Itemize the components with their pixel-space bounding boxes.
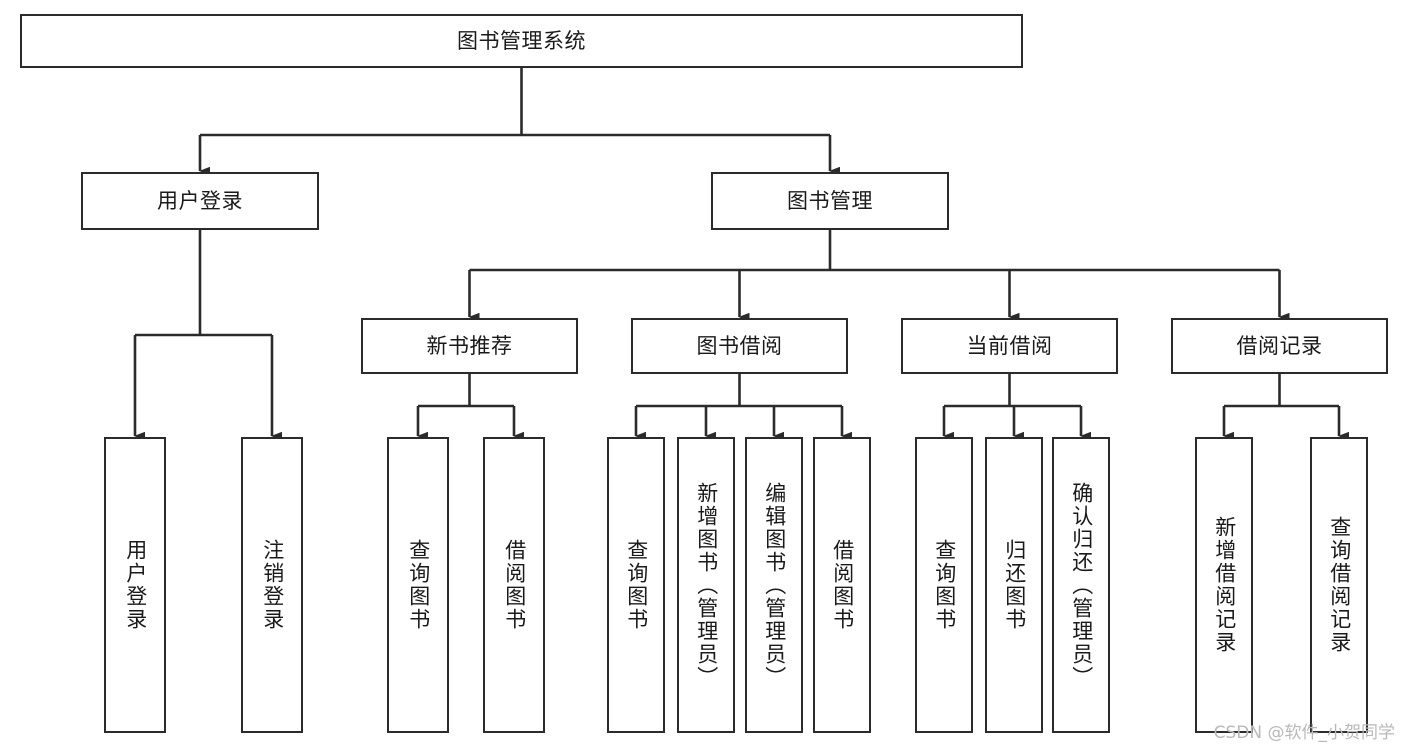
node-label: 新书推荐 xyxy=(426,333,513,358)
node-borrow-record[interactable]: 借阅记录 xyxy=(1171,318,1388,374)
node-current-borrow[interactable]: 当前借阅 xyxy=(901,318,1118,374)
node-label: 编辑图书（管理员） xyxy=(762,481,787,689)
node-leaf-add-record[interactable]: 新增借阅记录 xyxy=(1195,437,1253,733)
node-label: 用户登录 xyxy=(123,539,148,631)
node-label: 查询借阅记录 xyxy=(1327,516,1352,654)
node-leaf-edit-book[interactable]: 编辑图书（管理员） xyxy=(745,437,803,733)
node-label: 用户登录 xyxy=(157,188,243,213)
node-label: 借阅图书 xyxy=(830,539,855,631)
node-user-login[interactable]: 用户登录 xyxy=(81,172,319,230)
node-label: 图书借阅 xyxy=(696,333,783,358)
node-leaf-logout[interactable]: 注销登录 xyxy=(241,437,303,733)
node-leaf-borrow-book-2[interactable]: 借阅图书 xyxy=(813,437,871,733)
node-label: 查询图书 xyxy=(932,539,957,631)
node-label: 新增借阅记录 xyxy=(1212,516,1237,654)
node-leaf-add-book[interactable]: 新增图书（管理员） xyxy=(677,437,735,733)
node-leaf-confirm-return[interactable]: 确认归还（管理员） xyxy=(1052,437,1110,733)
node-label: 归还图书 xyxy=(1002,539,1027,631)
node-book-borrow[interactable]: 图书借阅 xyxy=(631,318,848,374)
node-leaf-query-book-3[interactable]: 查询图书 xyxy=(915,437,973,733)
node-label: 注销登录 xyxy=(260,539,285,631)
node-label: 图书管理 xyxy=(787,188,873,213)
node-label: 查询图书 xyxy=(406,539,431,631)
node-label: 借阅图书 xyxy=(502,539,527,631)
node-label: 查询图书 xyxy=(624,539,649,631)
node-leaf-borrow-book-1[interactable]: 借阅图书 xyxy=(483,437,545,733)
node-leaf-return-book[interactable]: 归还图书 xyxy=(985,437,1043,733)
node-label: 当前借阅 xyxy=(966,333,1053,358)
node-label: 图书管理系统 xyxy=(457,28,586,53)
node-leaf-query-book-1[interactable]: 查询图书 xyxy=(387,437,449,733)
node-book-manage[interactable]: 图书管理 xyxy=(711,172,949,230)
node-label: 新增图书（管理员） xyxy=(694,481,719,689)
node-root[interactable]: 图书管理系统 xyxy=(20,14,1023,68)
node-label: 确认归还（管理员） xyxy=(1069,481,1094,689)
node-leaf-query-record[interactable]: 查询借阅记录 xyxy=(1310,437,1368,733)
node-leaf-query-book-2[interactable]: 查询图书 xyxy=(607,437,665,733)
csdn-watermark: CSDN @软件_小贺同学 xyxy=(1213,723,1395,743)
node-label: 借阅记录 xyxy=(1236,333,1323,358)
node-leaf-user-login[interactable]: 用户登录 xyxy=(104,437,166,733)
node-new-book-rec[interactable]: 新书推荐 xyxy=(361,318,578,374)
